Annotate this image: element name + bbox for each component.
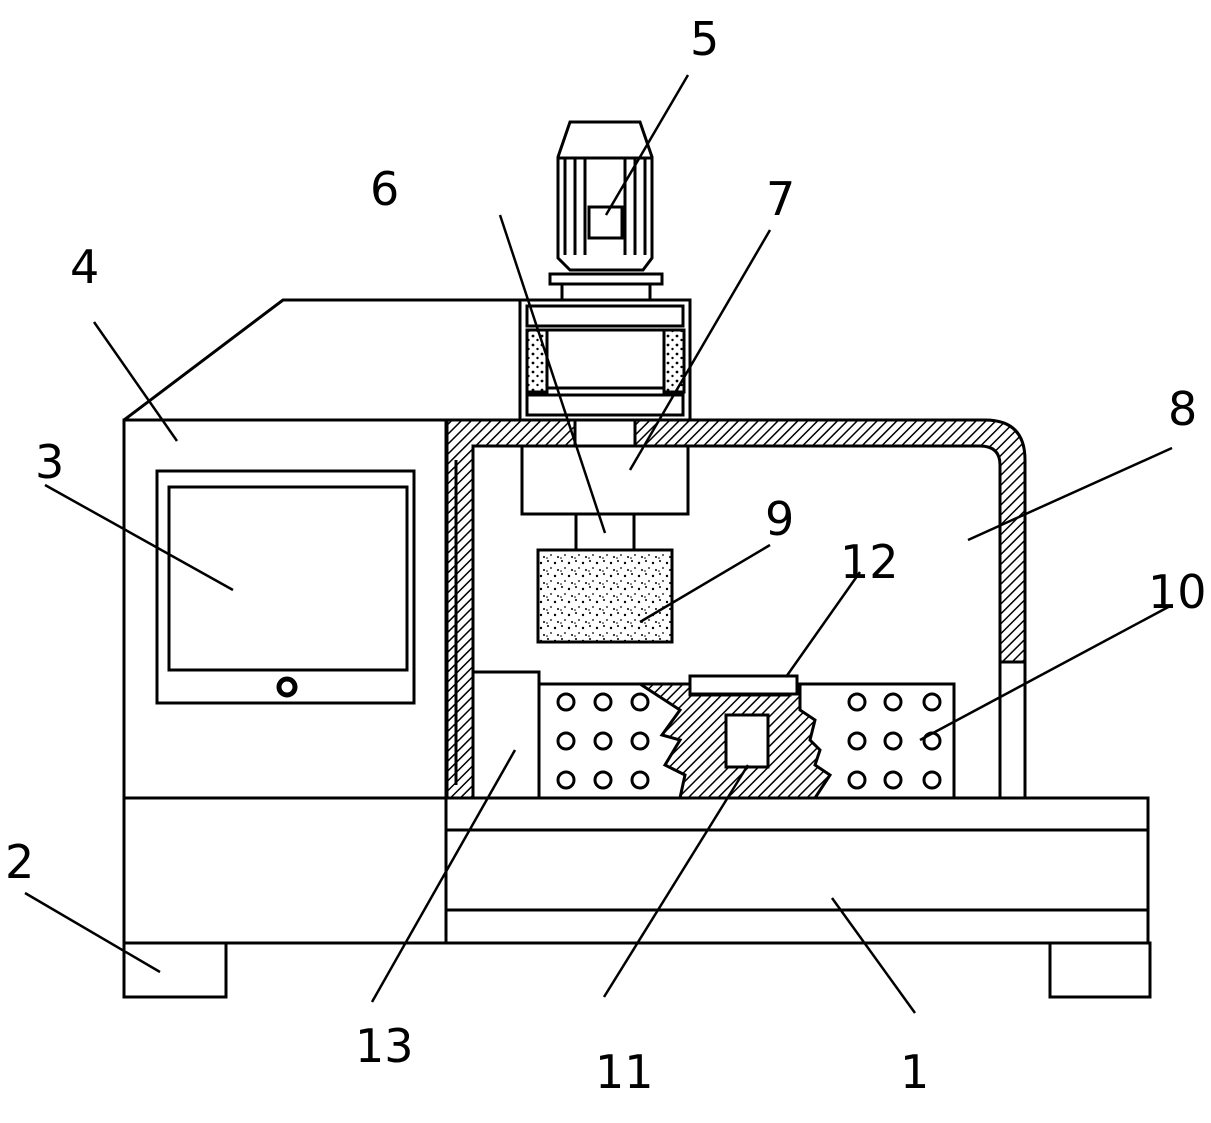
label-9: 9: [765, 492, 794, 546]
label-13: 13: [355, 1019, 414, 1073]
label-7: 7: [766, 172, 795, 226]
support-foot-left: [122, 941, 228, 999]
clamp-assembly: [634, 674, 833, 800]
table-hole: [630, 692, 650, 712]
table-hole: [556, 692, 576, 712]
collection-box: [471, 670, 541, 800]
label-6: 6: [370, 162, 399, 216]
base-frame: [443, 796, 1150, 945]
display-screen: [155, 469, 416, 705]
label-3: 3: [35, 435, 64, 489]
label-11: 11: [595, 1045, 654, 1099]
table-hole: [883, 731, 903, 751]
table-holes: [556, 692, 942, 790]
clamp-cavity: [724, 713, 770, 769]
table-hole: [593, 731, 613, 751]
label-1: 1: [900, 1045, 929, 1099]
label-10: 10: [1148, 565, 1207, 619]
table-hole: [847, 731, 867, 751]
table-hole: [593, 770, 613, 790]
table-hole: [847, 770, 867, 790]
leader-lines: [24, 74, 1173, 1014]
table-hole: [847, 692, 867, 712]
table-hole: [883, 770, 903, 790]
table-hole: [922, 692, 942, 712]
spindle-housing: [520, 418, 690, 516]
table-hole: [630, 770, 650, 790]
protective-cover: [445, 418, 1027, 800]
label-2: 2: [5, 835, 34, 889]
label-4: 4: [70, 240, 99, 294]
table-hole: [593, 692, 613, 712]
label-12: 12: [840, 535, 899, 589]
label-8: 8: [1168, 382, 1197, 436]
label-5: 5: [690, 12, 719, 66]
table-hole: [556, 770, 576, 790]
grinding-head: [536, 548, 674, 644]
table-hole: [556, 731, 576, 751]
clamp-plate: [688, 674, 799, 696]
support-foot-right: [1048, 941, 1152, 999]
table-hole: [630, 731, 650, 751]
gearbox: [518, 298, 692, 422]
table-hole: [922, 770, 942, 790]
callout-labels: 1 2 3 4 5 6 7 8 9 10 11 12 13: [5, 12, 1207, 1099]
table-hole: [883, 692, 903, 712]
power-button-icon: [276, 676, 298, 698]
